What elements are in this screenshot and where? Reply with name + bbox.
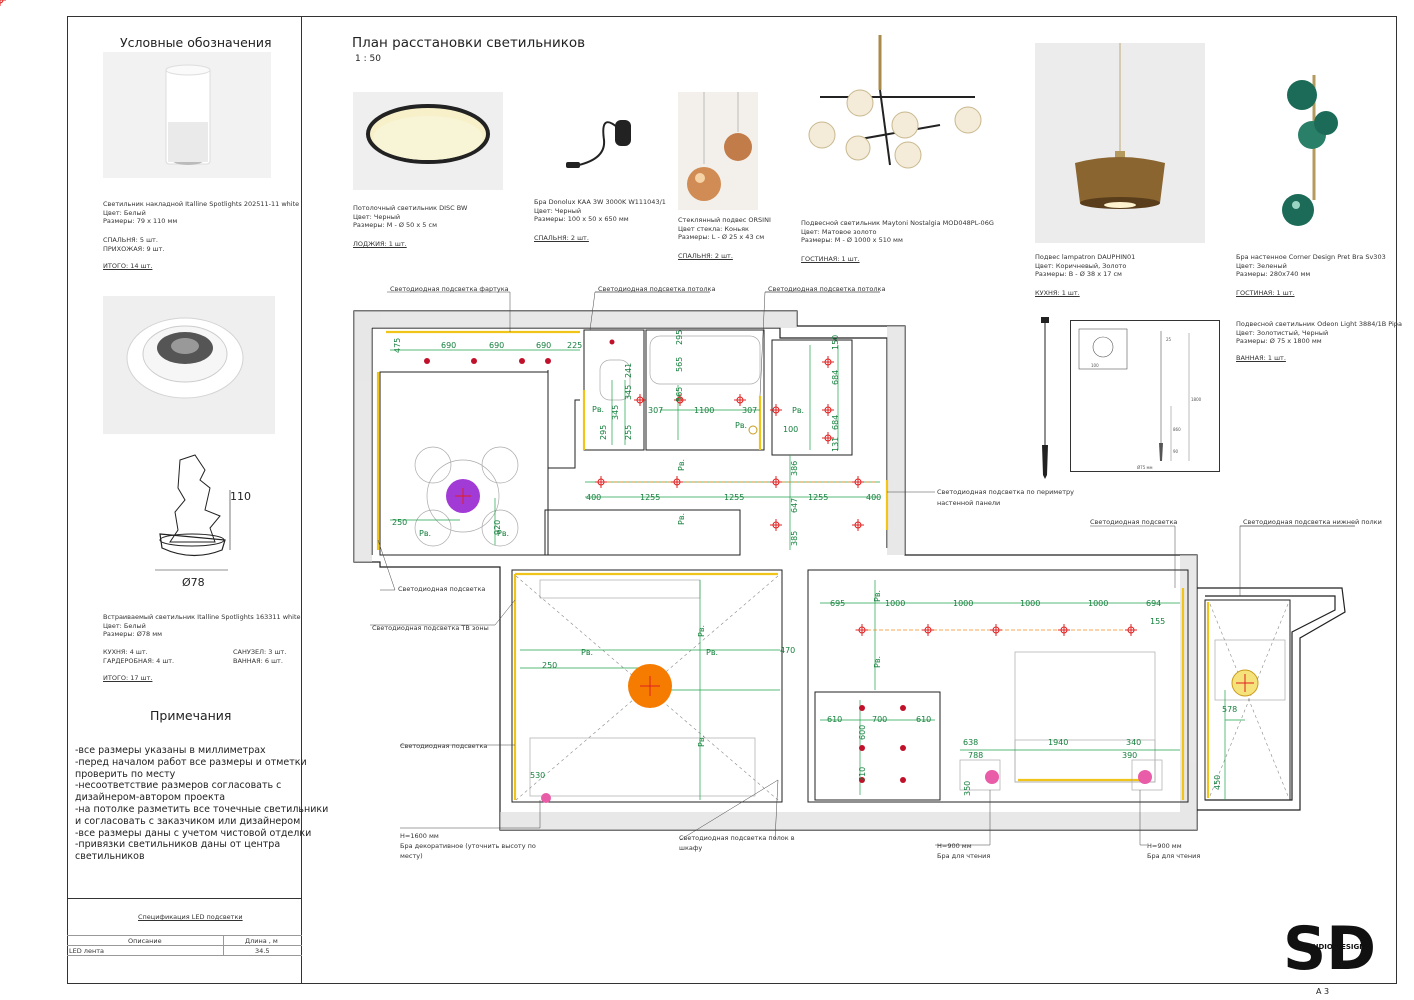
drawing-frame xyxy=(67,16,1397,984)
callout-led-left-1: Светодиодная подсветка xyxy=(398,585,486,593)
dim-height-label: 110 xyxy=(230,490,251,503)
callout-wardrobe-led-1: Светодиодная подсветка полок в xyxy=(679,834,795,842)
spec-block xyxy=(67,898,302,985)
callout-reading-right: Бра для чтения xyxy=(1147,852,1201,860)
kitchen-room xyxy=(379,371,549,556)
callout-tv-led: Светодиодная подсветка ТВ зоны xyxy=(372,624,489,632)
studio-logo: SD STUDIO DESIGN xyxy=(1283,914,1376,975)
living-room xyxy=(511,569,783,803)
bedroom-room xyxy=(807,569,1189,803)
wc-room xyxy=(583,329,645,451)
photo-disc-ceiling-light xyxy=(353,92,503,190)
callout-h900-right: H=900 мм xyxy=(1147,842,1182,850)
callout-decor-sconce-1: Бра декоративное (уточнить высоту по xyxy=(400,842,536,850)
notes-title: Примечания xyxy=(150,708,232,723)
reading-lamp-marker-right xyxy=(1138,770,1152,784)
legend-item1-total: ИТОГО: 14 шт. xyxy=(103,262,153,270)
callout-h1600: H=1600 мм xyxy=(400,832,439,840)
pipa-dim-90: 90 xyxy=(1173,449,1179,454)
callout-apron-led: Светодиодная подсветка фартука xyxy=(390,285,509,293)
legend-column xyxy=(67,16,302,984)
reading-lamp-marker-left xyxy=(985,770,999,784)
recessed-spotlight-markers xyxy=(0,0,6,6)
notes-list: -все размеры указаны в миллиметрах-перед… xyxy=(75,745,329,863)
product-5-qty: КУХНЯ: 1 шт. xyxy=(1035,289,1080,297)
loggia-room xyxy=(1204,599,1291,801)
product-1-qty: ЛОДЖИЯ: 1 шт. xyxy=(353,240,407,248)
legend-title: Условные обозначения xyxy=(120,35,272,50)
callout-ceiling-led-1: Светодиодная подсветка потолка xyxy=(598,285,716,293)
logo-studio-text: STUDIO DESIGN xyxy=(1303,943,1365,951)
product-4-qty: ГОСТИНАЯ: 1 шт. xyxy=(801,255,860,263)
callout-led-bedroom: Светодиодная подсветка xyxy=(1090,518,1178,526)
product-6-qty: ГОСТИНАЯ: 1 шт. xyxy=(1236,289,1295,297)
product-6-text: Бра настенное Corner Design Pret Bra Sv3… xyxy=(1236,253,1386,278)
decor-sconce-marker xyxy=(541,793,551,803)
spec-title: Спецификация LED подсветки xyxy=(138,913,243,921)
callout-h900-left: H=900 мм xyxy=(937,842,972,850)
photo-surface-spotlight xyxy=(103,52,271,178)
loggia-wall xyxy=(1197,587,1346,811)
pipa-technical-drawing: 100 25 1800 860 90 Ø75 мм xyxy=(1070,320,1220,472)
spec-row-value: 34.5 xyxy=(255,947,270,955)
photo-orsini-glass-pendant xyxy=(678,92,758,210)
pipa-dim-1800: 1800 xyxy=(1191,397,1202,402)
pipa-dim-860: 860 xyxy=(1173,427,1181,432)
pipa-dim-100: 100 xyxy=(1091,363,1099,368)
callout-led-left-2: Светодиодная подсветка xyxy=(400,742,488,750)
product-2-qty: СПАЛЬНЯ: 2 шт. xyxy=(534,234,589,242)
callout-decor-sconce-2: месту) xyxy=(400,852,423,860)
callout-shelf-bottom-led: Светодиодная подсветка нижней полки xyxy=(1243,518,1382,526)
legend-item1-text: Светильник накладной Italline Spotlights… xyxy=(103,200,300,225)
callout-ceiling-led-2: Светодиодная подсветка потолка xyxy=(768,285,886,293)
legend-item2-total: ИТОГО: 17 шт. xyxy=(103,674,153,682)
photo-wall-reading-lamp xyxy=(566,120,631,168)
legend-item2-counts-right: САНУЗЕЛ: 3 шт.ВАННАЯ: 6 шт. xyxy=(233,648,287,665)
plan-title: План расстановки светильников xyxy=(352,35,586,51)
logo-letters: SD xyxy=(1283,914,1376,975)
plan-scale: 1 : 50 xyxy=(355,54,381,64)
product-4-text: Подвесной светильник Maytoni Nostalgia M… xyxy=(801,219,994,244)
photo-recessed-spotlight xyxy=(103,296,275,434)
pipa-dim-75: Ø75 мм xyxy=(1137,465,1153,470)
pipa-dim-25: 25 xyxy=(1166,337,1172,342)
hall-closet xyxy=(771,339,853,456)
legend-item2-text: Встраиваемый светильник Italline Spotlig… xyxy=(103,613,301,638)
photo-pret-bra-wall-light xyxy=(1282,75,1338,226)
spec-col-length: Длина , м xyxy=(245,937,278,945)
sheet-format: А 3 xyxy=(1316,987,1330,996)
bathroom-room xyxy=(645,329,765,451)
legend-item1-counts: СПАЛЬНЯ: 5 шт.ПРИХОЖАЯ: 9 шт. xyxy=(103,236,165,253)
product-3-qty: СПАЛЬНЯ: 2 шт. xyxy=(678,252,733,260)
spec-col-description: Описание xyxy=(128,937,162,945)
product-7-text: Подвесной светильник Odeon Light 3884/1B… xyxy=(1236,320,1402,345)
photo-maytoni-chandelier xyxy=(808,35,982,169)
callout-reading-left: Бра для чтения xyxy=(937,852,991,860)
callout-perimeter-led-1: Светодиодная подсветка по периметру xyxy=(937,488,1074,496)
photo-pipa-pendant xyxy=(1041,317,1049,479)
hall-cabinet xyxy=(544,509,741,556)
callout-wardrobe-led-2: шкафу xyxy=(679,844,703,852)
photo-dauphin-pendant xyxy=(1035,43,1205,243)
dim-diameter-label: Ø78 xyxy=(182,576,205,589)
callout-perimeter-led-2: настенной панели xyxy=(937,499,1001,507)
recessed-spotlight-drawing: 110 Ø78 xyxy=(155,454,251,589)
spec-row-label: LED лента xyxy=(69,947,104,955)
wardrobe-room xyxy=(814,691,941,801)
product-7-qty: ВАННАЯ: 1 шт. xyxy=(1236,354,1286,362)
legend-item2-counts-left: КУХНЯ: 4 шт.ГАРДЕРОБНАЯ: 4 шт. xyxy=(103,648,175,665)
